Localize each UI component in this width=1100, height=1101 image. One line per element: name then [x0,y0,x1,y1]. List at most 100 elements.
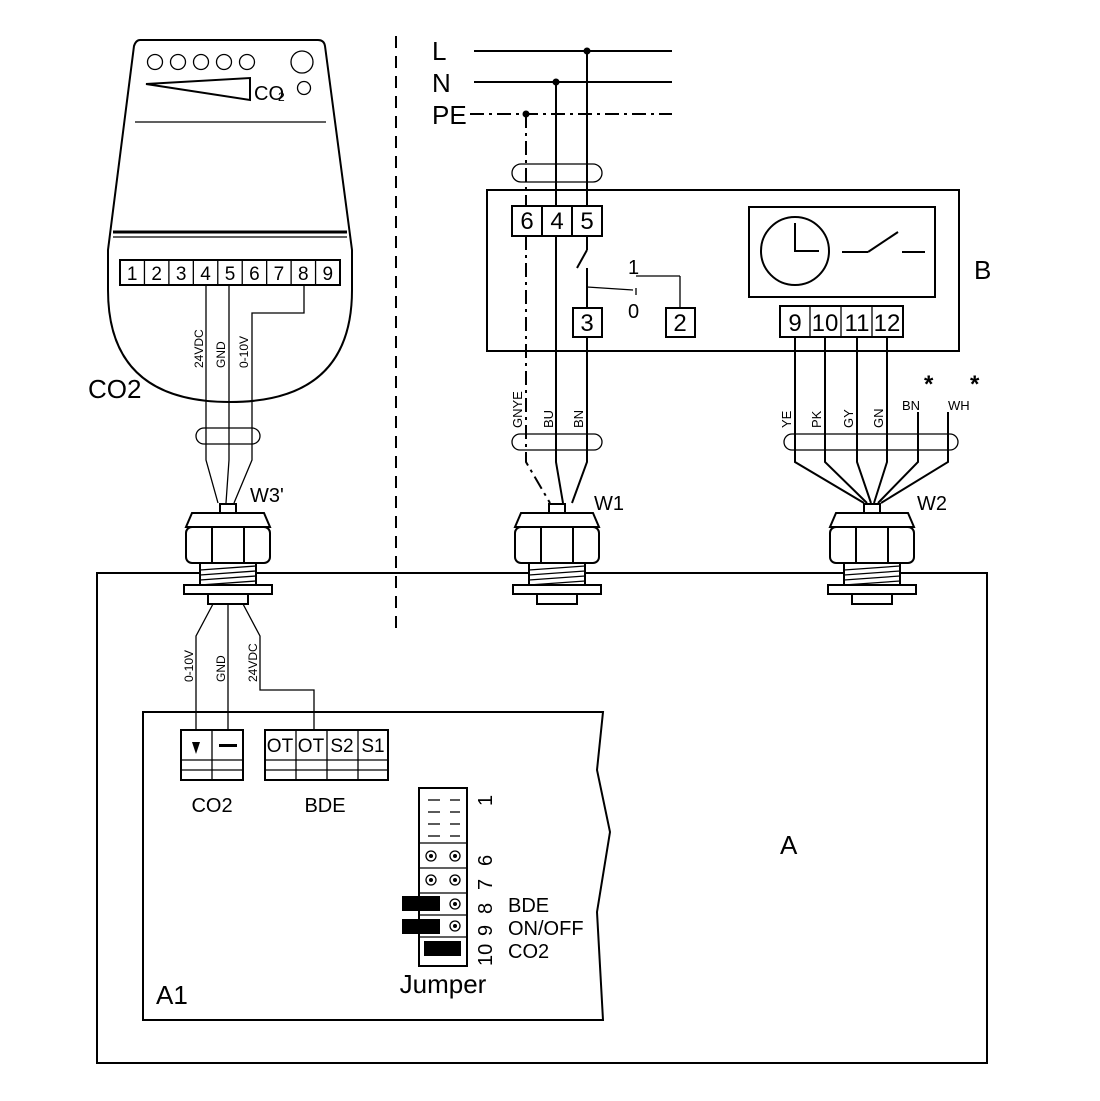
terminal-2: 2 [673,310,686,337]
bde-block-label: BDE [304,795,345,817]
led-icon [215,53,233,71]
jumper-pin-icon [449,874,461,886]
bde-term-ot: OT [298,736,325,757]
co2-sensor-body [107,39,353,404]
co2-block-label: CO2 [191,795,232,817]
co2-terminal-1: 1 [127,264,138,285]
cable-gland-icon [512,503,602,605]
switch-contact-icon [576,249,588,269]
jumper-number-6: 6 [475,855,497,866]
wire-gnye-label: GNYE [510,391,525,428]
note-star: * [924,371,934,398]
terminal-11: 11 [845,310,870,337]
co2-terminal-4: 4 [200,264,211,285]
terminal-5: 5 [580,208,593,235]
arrow-down-icon [192,742,200,754]
wire-bn-label: BN [571,410,586,428]
jumper-number-7: 7 [475,879,497,890]
board-a1: A1 0-10V GND 24VDC CO2 OT OT S2 [142,603,612,1021]
co2-symbol-subscript: 2 [278,90,285,104]
sensor-knob-icon [290,50,314,74]
terminal-3: 3 [580,310,593,337]
jumper-cap-onoff [402,919,440,934]
jumper-number-1: 1 [475,795,497,806]
cable-gland-icon [183,503,273,605]
wire-gnd-label: GND [214,341,228,368]
terminal-3-box [572,307,603,338]
cable-gland-icon [827,503,917,605]
cable-jacket-icon [511,433,603,451]
wire-gn-label: GN [871,409,886,429]
clock-icon [760,216,830,286]
jumper-header-outline [418,787,468,967]
terminal-12: 12 [874,310,901,337]
cable-jacket-icon [195,427,261,445]
inner-wire-gnd-label: GND [214,655,228,682]
led-icon [146,53,164,71]
jumper-header: 1 6 7 8 9 10 BDE ON/OFF CO2 Jumper [400,787,584,999]
jumper-co2-label: CO2 [508,941,549,963]
mains-lines: L N PE [432,36,672,205]
jumper-label: Jumper [400,969,487,999]
switch-position-0: 0 [628,301,639,323]
mains-l-label: L [432,36,446,66]
timer-switch-icon [867,231,899,253]
board-a1-label: A1 [156,980,188,1010]
co2-terminal-strip [119,259,341,286]
jumper-number-8: 8 [475,903,497,914]
terminal-10: 10 [812,310,839,337]
co2-terminal-3: 3 [176,264,187,285]
jumper-cap-co2 [424,941,461,956]
jumper-pin-icon [449,920,461,932]
timer-module [748,206,936,298]
selector-switch-icon [586,286,634,291]
terminal-2-box [665,307,696,338]
terminal-6: 6 [520,208,533,235]
cable-w2-label: W2 [917,493,947,515]
jumper-bde-label: BDE [508,895,549,917]
wire-pk-label: PK [809,410,824,428]
terminal-4: 4 [550,208,563,235]
sensor-small-led-icon [296,80,312,96]
co2-sensor-label: CO2 [88,374,141,404]
jumper-pin-icon [449,898,461,910]
led-icon [192,53,210,71]
inner-wire-0-10v-label: 0-10V [182,650,196,682]
cable-w1-label: W1 [594,493,624,515]
co2-terminal-5: 5 [225,264,236,285]
co2-terminal-7: 7 [274,264,285,285]
co2-symbol-text: CO [254,83,284,105]
unit-b-box [486,189,960,352]
wire-gy-label: GY [841,409,856,428]
wire-bn-label: BN [902,398,920,413]
co2-terminal-2: 2 [151,264,162,285]
housing-a-label: A [780,830,798,860]
cable-w3-label: W3' [250,485,284,507]
jumper-pin-icon [425,850,437,862]
wire-0-10v-label: 0-10V [237,336,251,368]
mains-pe-label: PE [432,100,467,130]
bde-terminal-block: OT OT S2 S1 BDE [264,729,389,817]
wire-bu-label: BU [541,410,556,428]
ramp-icon [145,76,251,102]
jumper-onoff-label: ON/OFF [508,918,584,940]
mains-n-label: N [432,68,451,98]
switch-position-1: 1 [628,257,639,279]
jumper-cap-bde [402,896,440,911]
jumper-pin-icon [425,874,437,886]
board-a1-outline [142,711,612,1021]
bde-term-ot: OT [267,736,294,757]
bde-term-s2: S2 [330,736,353,757]
jumper-number-9: 9 [475,925,497,936]
bde-term-s1: S1 [361,736,384,757]
ground-icon [219,744,237,747]
wire-ye-label: YE [779,410,794,428]
wire-wh-label: WH [948,398,970,413]
jumper-pin-icon [449,850,461,862]
jumper-number-10: 10 [475,944,497,966]
